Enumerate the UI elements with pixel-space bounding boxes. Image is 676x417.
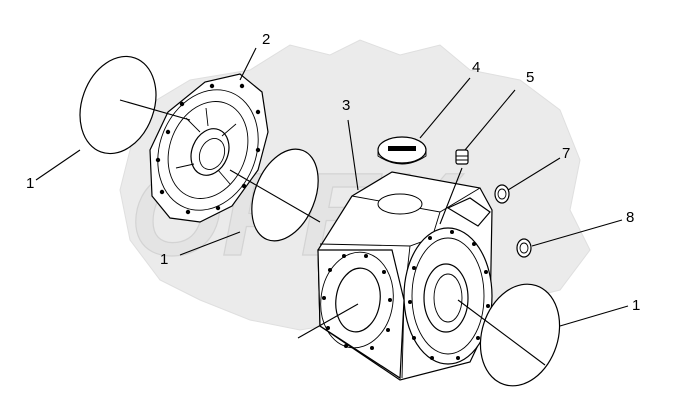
- flange-cover: [149, 73, 269, 223]
- callout-1-left: 1: [26, 175, 34, 192]
- o-ring-middle: [251, 148, 319, 242]
- leader-lines: [35, 47, 629, 366]
- callout-4: 4: [472, 59, 480, 76]
- callout-5: 5: [526, 69, 534, 86]
- plug-5: [455, 149, 469, 165]
- callout-1-middle: 1: [160, 251, 168, 268]
- cover-cap: [377, 136, 427, 165]
- callout-7: 7: [562, 145, 570, 162]
- callout-2: 2: [262, 31, 270, 48]
- callout-1-right: 1: [632, 297, 640, 314]
- housing-block: [317, 171, 493, 381]
- fitting-8: [516, 238, 532, 258]
- callout-3: 3: [342, 97, 350, 114]
- callout-8: 8: [626, 209, 634, 226]
- o-ring-left: [79, 55, 157, 155]
- fitting-7: [494, 184, 510, 204]
